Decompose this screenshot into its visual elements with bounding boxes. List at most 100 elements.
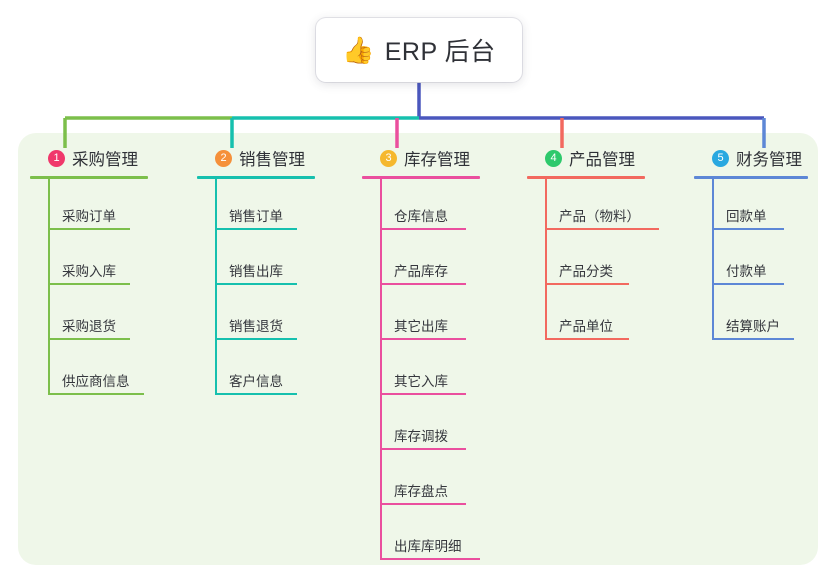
branch-item[interactable]: 库存盘点	[362, 454, 480, 509]
branch-item-label: 出库库明细	[394, 539, 462, 554]
branch-2[interactable]: 2 销售管理销售订单销售出库销售退货客户信息	[197, 146, 315, 399]
branch-underline	[197, 176, 315, 179]
branch-item[interactable]: 产品分类	[527, 234, 645, 289]
branch-item-underline	[48, 283, 130, 285]
branch-item-label: 库存盘点	[394, 484, 448, 499]
branch-item-label: 采购退货	[62, 319, 116, 334]
branch-item-underline	[215, 228, 297, 230]
branch-3[interactable]: 3 库存管理仓库信息产品库存其它出库其它入库库存调拨库存盘点出库库明细	[362, 146, 480, 564]
branch-items: 回款单付款单结算账户	[694, 179, 808, 344]
branch-item-label: 客户信息	[229, 374, 283, 389]
branch-item[interactable]: 库存调拨	[362, 399, 480, 454]
branch-title: 销售管理	[239, 151, 305, 169]
branch-spine	[215, 179, 217, 395]
root-node-title: ERP 后台	[384, 38, 496, 66]
branch-item-label: 付款单	[726, 264, 767, 279]
branch-item-underline	[545, 338, 629, 340]
branch-item[interactable]: 客户信息	[197, 344, 315, 399]
branch-1[interactable]: 1 采购管理采购订单采购入库采购退货供应商信息	[30, 146, 148, 399]
branch-header[interactable]: 2 销售管理	[197, 146, 315, 170]
branch-header[interactable]: 5 财务管理	[694, 146, 808, 170]
branch-item[interactable]: 采购订单	[30, 179, 148, 234]
branch-number-badge: 1	[48, 149, 65, 167]
branch-item-underline	[712, 283, 784, 285]
branch-item[interactable]: 其它入库	[362, 344, 480, 399]
branch-header[interactable]: 4 产品管理	[527, 146, 645, 170]
branch-header[interactable]: 1 采购管理	[30, 146, 148, 170]
branch-item-underline	[215, 393, 297, 395]
branch-item-underline	[380, 448, 466, 450]
branch-item-label: 销售出库	[229, 264, 283, 279]
branch-item-underline	[545, 283, 629, 285]
branch-item-label: 采购入库	[62, 264, 116, 279]
branch-item-label: 其它出库	[394, 319, 448, 334]
branch-item-label: 产品分类	[559, 264, 613, 279]
branch-underline	[362, 176, 480, 179]
branch-item[interactable]: 销售出库	[197, 234, 315, 289]
branch-item-label: 结算账户	[726, 319, 780, 334]
branch-item[interactable]: 采购退货	[30, 289, 148, 344]
branch-item-underline	[380, 283, 466, 285]
branch-item-label: 库存调拨	[394, 429, 448, 444]
branch-item-label: 产品单位	[559, 319, 613, 334]
branch-items: 产品（物料） 产品分类产品单位	[527, 179, 659, 344]
branch-item-underline	[380, 558, 480, 560]
branch-title: 财务管理	[736, 151, 802, 169]
branch-item-underline	[712, 338, 794, 340]
branch-item[interactable]: 其它出库	[362, 289, 480, 344]
branch-item[interactable]: 产品单位	[527, 289, 645, 344]
branch-title: 库存管理	[404, 151, 470, 169]
branch-item-underline	[380, 503, 466, 505]
branch-item-underline	[48, 393, 144, 395]
branch-item[interactable]: 付款单	[694, 234, 808, 289]
branch-item[interactable]: 销售退货	[197, 289, 315, 344]
branch-item[interactable]: 仓库信息	[362, 179, 480, 234]
branch-item[interactable]: 出库库明细	[362, 509, 480, 564]
branch-items: 仓库信息产品库存其它出库其它入库库存调拨库存盘点出库库明细	[362, 179, 480, 564]
branch-4[interactable]: 4 产品管理产品（物料） 产品分类产品单位	[527, 146, 659, 344]
branch-item-underline	[215, 338, 297, 340]
branch-items: 销售订单销售出库销售退货客户信息	[197, 179, 315, 399]
branch-item-underline	[48, 338, 130, 340]
branch-item[interactable]: 结算账户	[694, 289, 808, 344]
branch-item-label: 供应商信息	[62, 374, 130, 389]
branch-item[interactable]: 产品（物料）	[527, 179, 659, 234]
branch-item-label: 采购订单	[62, 209, 116, 224]
branch-number-badge: 4	[545, 149, 562, 167]
branch-item-label: 产品库存	[394, 264, 448, 279]
branches-panel	[18, 133, 818, 565]
branch-item-underline	[48, 228, 130, 230]
branch-underline	[30, 176, 148, 179]
branch-header[interactable]: 3 库存管理	[362, 146, 480, 170]
branch-underline	[694, 176, 808, 179]
branch-number-badge: 5	[712, 149, 729, 167]
branch-item-label: 销售退货	[229, 319, 283, 334]
branch-items: 采购订单采购入库采购退货供应商信息	[30, 179, 148, 399]
branch-item-underline	[380, 393, 466, 395]
branch-item-label: 仓库信息	[394, 209, 448, 224]
branch-number-badge: 3	[380, 149, 397, 167]
branch-item-underline	[380, 228, 466, 230]
branch-number-badge: 2	[215, 149, 232, 167]
branch-item-label: 产品（物料）	[559, 209, 640, 224]
branch-item[interactable]: 回款单	[694, 179, 808, 234]
branch-item-label: 其它入库	[394, 374, 448, 389]
branch-spine	[380, 179, 382, 560]
branch-spine	[48, 179, 50, 395]
branch-title: 采购管理	[72, 151, 138, 169]
branch-item-underline	[712, 228, 784, 230]
branch-item[interactable]: 供应商信息	[30, 344, 148, 399]
branch-spine	[712, 179, 714, 340]
thumbs-up-icon: 👍	[342, 35, 375, 65]
branch-title: 产品管理	[569, 151, 635, 169]
branch-item[interactable]: 销售订单	[197, 179, 315, 234]
branch-item[interactable]: 产品库存	[362, 234, 480, 289]
branch-item-underline	[215, 283, 297, 285]
branch-5[interactable]: 5 财务管理回款单付款单结算账户	[694, 146, 808, 344]
branch-item-underline	[545, 228, 659, 230]
branch-item-underline	[380, 338, 466, 340]
branch-item-label: 销售订单	[229, 209, 283, 224]
branch-item[interactable]: 采购入库	[30, 234, 148, 289]
root-node-card[interactable]: 👍 ERP 后台	[316, 18, 522, 82]
